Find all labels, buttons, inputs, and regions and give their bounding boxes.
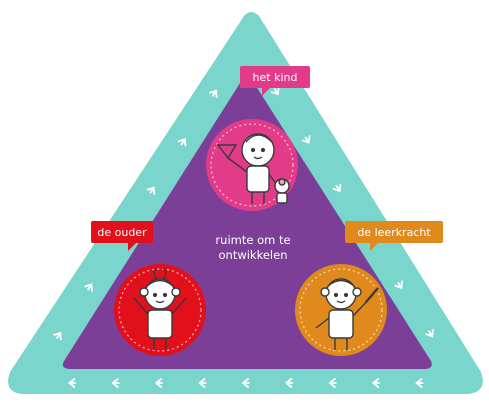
arrow-icon <box>177 137 187 147</box>
child-figure-icon <box>216 133 290 204</box>
arrow-icon <box>111 378 120 388</box>
arrow-icon <box>53 331 62 341</box>
arrow-icon <box>154 378 164 388</box>
child-node <box>206 119 298 211</box>
parent-node <box>114 264 206 356</box>
arrow-icon <box>394 280 403 290</box>
parent-label-tag: de ouder <box>91 221 153 251</box>
arrow-icon <box>371 378 381 388</box>
arrow-icon <box>84 283 93 292</box>
arrow-icon <box>146 186 156 195</box>
arrow-icon <box>415 378 424 388</box>
arrow-icon <box>328 378 337 388</box>
parent-label: de ouder <box>97 226 147 239</box>
teacher-label-tag: de leerkracht <box>345 221 443 251</box>
arrow-icon <box>425 328 434 338</box>
arrow-icon <box>208 89 218 99</box>
parent-figure-icon <box>133 267 187 350</box>
arrow-icon <box>332 183 342 193</box>
arrow-icon <box>301 135 311 144</box>
center-label-line1: ruimte om te <box>215 233 290 247</box>
arrow-icon <box>241 378 250 388</box>
teacher-label: de leerkracht <box>357 226 431 239</box>
teacher-node <box>295 264 387 356</box>
child-label-tag: het kind <box>240 66 310 96</box>
arrow-icon <box>198 378 207 388</box>
arrow-icon <box>284 378 294 388</box>
child-label: het kind <box>253 71 298 84</box>
arrow-icon <box>67 378 77 388</box>
arrow-icon <box>270 86 280 96</box>
teacher-figure-icon <box>315 278 379 350</box>
center-label-line2: ontwikkelen <box>219 248 288 262</box>
